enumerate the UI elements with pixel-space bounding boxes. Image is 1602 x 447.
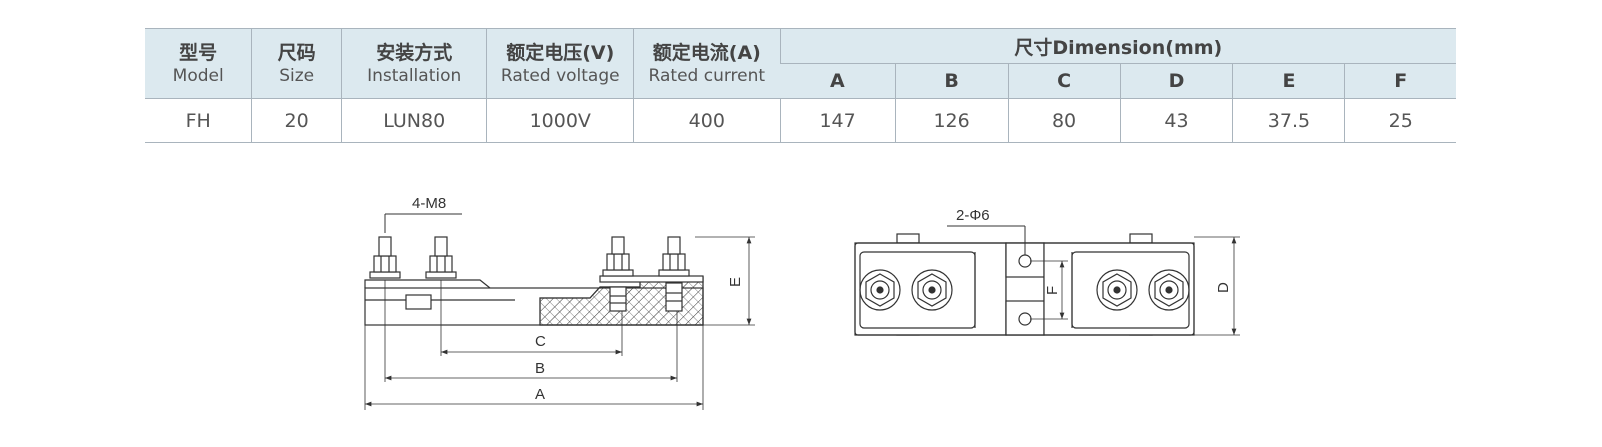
top-view	[854, 225, 1240, 336]
nut-2	[911, 269, 953, 311]
header-installation-en: Installation	[367, 65, 462, 86]
header-model-en: Model	[172, 65, 224, 86]
header-dim-d: D	[1119, 63, 1233, 99]
cell-dim-e: 37.5	[1232, 98, 1345, 143]
cell-dim-d: 43	[1119, 98, 1233, 143]
bolt-left-2	[425, 236, 457, 279]
cell-model: FH	[145, 98, 252, 143]
header-rated-voltage-zh: 额定电压(V)	[506, 41, 615, 64]
table-row: FH 20 LUN80 1000V 400 147 126 80 43 37.5…	[145, 98, 1456, 143]
header-rated-current-en: Rated current	[648, 65, 766, 86]
side-view-labels: 4-M8 C B A E	[412, 195, 744, 403]
header-dim-c: C	[1007, 63, 1121, 99]
label-2-phi6: 2-Φ6	[956, 207, 990, 224]
label-dim-e: E	[727, 277, 744, 287]
base-slot	[405, 294, 432, 310]
nut-4	[1148, 269, 1190, 311]
cell-dim-c: 80	[1007, 98, 1121, 143]
header-installation-zh: 安装方式	[376, 41, 453, 64]
label-dim-f: F	[1044, 286, 1061, 295]
label-dim-c: C	[535, 333, 546, 350]
bolt-right-2	[658, 236, 690, 312]
cell-current: 400	[633, 98, 781, 143]
header-rated-voltage: 额定电压(V) Rated voltage	[486, 28, 634, 99]
label-dim-b: B	[535, 360, 545, 377]
header-rated-current-zh: 额定电流(A)	[652, 41, 761, 64]
header-dim-f: F	[1344, 63, 1456, 99]
header-rated-voltage-en: Rated voltage	[500, 65, 620, 86]
header-size: 尺码 Size	[251, 28, 342, 99]
cell-voltage: 1000V	[486, 98, 634, 143]
bolt-left-1	[369, 236, 401, 279]
nut-1	[859, 269, 901, 311]
header-model: 型号 Model	[145, 28, 252, 99]
header-dimension: 尺寸Dimension(mm)	[779, 28, 1456, 64]
nut-3	[1096, 269, 1138, 311]
label-dim-d: D	[1215, 282, 1232, 293]
side-view	[364, 213, 755, 410]
header-model-zh: 型号	[179, 41, 218, 64]
header-dim-a: A	[780, 63, 896, 99]
header-dim-b: B	[894, 63, 1009, 99]
header-size-zh: 尺码	[277, 41, 316, 64]
top-view-labels: 2-Φ6 F D	[956, 207, 1232, 295]
cell-size: 20	[251, 98, 342, 143]
spec-table: 型号 Model 尺码 Size 安装方式 Installation 额定电压(…	[145, 28, 1456, 143]
header-rated-current: 额定电流(A) Rated current	[633, 28, 781, 99]
bolt-right-1	[602, 236, 634, 312]
cell-dim-f: 25	[1344, 98, 1456, 143]
cell-dim-a: 147	[779, 98, 896, 143]
header-size-en: Size	[279, 65, 315, 86]
header-installation: 安装方式 Installation	[340, 28, 487, 99]
label-4-m8: 4-M8	[412, 195, 446, 212]
label-dim-a: A	[535, 386, 545, 403]
cell-installation: LUN80	[340, 98, 487, 143]
header-dim-e: E	[1232, 63, 1345, 99]
cell-dim-b: 126	[894, 98, 1009, 143]
